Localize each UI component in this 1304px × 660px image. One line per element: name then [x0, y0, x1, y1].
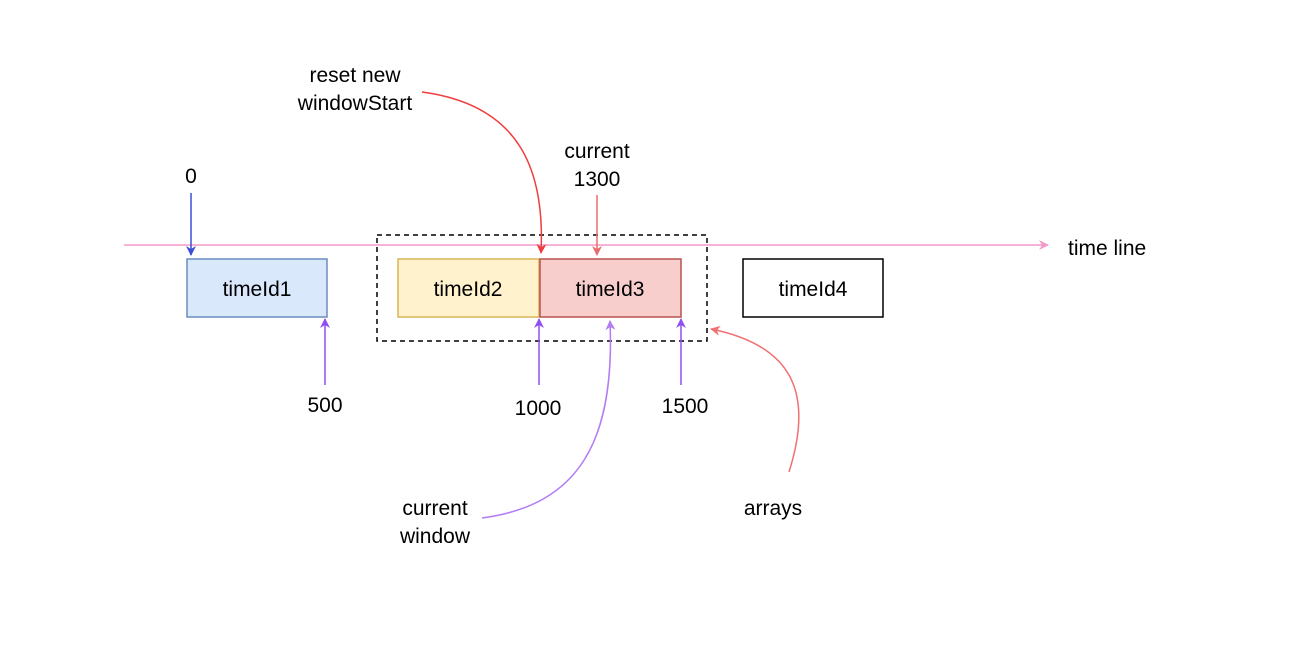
box-timeid4-label: timeId4 [779, 278, 848, 301]
arrays-arrow [710, 325, 800, 473]
box-timeid4: timeId4 [742, 258, 884, 318]
timeline-label: time line [1068, 237, 1146, 260]
box-timeid1: timeId1 [186, 258, 328, 318]
zero-label: 0 [185, 165, 197, 188]
tick-1000-label: 1000 [515, 397, 562, 420]
box-timeid1-label: timeId1 [223, 278, 292, 301]
current-window-label-line1: current [402, 497, 468, 520]
tick-1500-label: 1500 [662, 395, 709, 418]
box-timeid1-rect [186, 258, 328, 318]
reset-label-line2: windowStart [297, 92, 413, 115]
current-label-line2: 1300 [574, 168, 621, 191]
box-timeid3-rect [539, 258, 682, 318]
box-timeid4-rect [742, 258, 884, 318]
reset-windowstart-arrow [421, 91, 547, 254]
reset-label-line1: reset new [309, 64, 401, 87]
box-timeid2: timeId2 [397, 258, 540, 318]
current-window-label-line2: window [399, 525, 471, 548]
current-label-line1: current [564, 140, 630, 163]
arrays-label: arrays [744, 497, 802, 520]
box-timeid2-rect [397, 258, 540, 318]
box-timeid2-label: timeId2 [434, 278, 503, 301]
current-window-arrow [481, 320, 616, 519]
box-timeid3: timeId3 [539, 258, 682, 318]
tick-500-label: 500 [307, 394, 342, 417]
box-timeid3-label: timeId3 [576, 278, 645, 301]
